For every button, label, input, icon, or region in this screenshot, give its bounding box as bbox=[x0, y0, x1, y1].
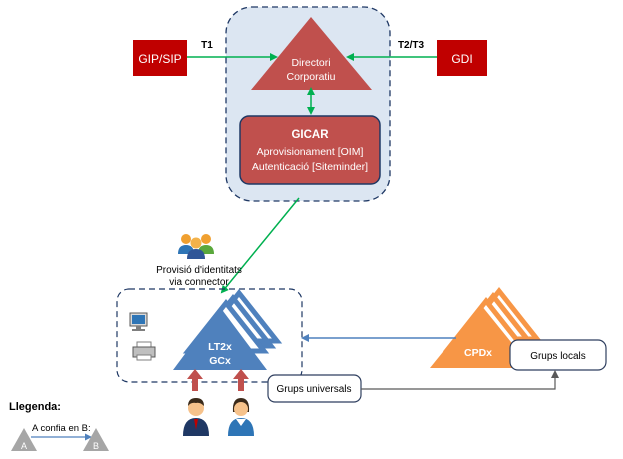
grups-locals-label: Grups locals bbox=[530, 351, 586, 362]
user-female-icon bbox=[228, 398, 254, 436]
legend-b-label: B bbox=[93, 441, 99, 451]
user-access-arrow-left bbox=[187, 369, 203, 391]
legend-a-label: A bbox=[21, 441, 27, 451]
gicar-line2: Autenticació [Siteminder] bbox=[252, 161, 368, 173]
user-male-icon bbox=[183, 398, 209, 436]
cpdx-triangle bbox=[430, 305, 532, 368]
legend-title: Llegenda: bbox=[9, 401, 61, 413]
legend-triangle-a bbox=[11, 428, 37, 451]
lt2x-label-line2: GCx bbox=[209, 355, 231, 367]
gicar-box bbox=[239, 115, 381, 185]
directori-triangle bbox=[251, 17, 372, 90]
gdi-label: GDI bbox=[451, 52, 472, 66]
grups-universals-label: Grups universals bbox=[276, 384, 351, 395]
t2t3-label: T2/T3 bbox=[398, 40, 425, 51]
provisio-connector-arrow bbox=[220, 197, 300, 294]
computer-monitor-icon bbox=[129, 312, 148, 331]
lt2x-triangle bbox=[173, 307, 267, 370]
gip-sip-label: GIP/SIP bbox=[138, 52, 181, 66]
universals-to-locals-connector bbox=[361, 370, 559, 390]
gip-sip-box bbox=[133, 40, 187, 76]
printer-icon bbox=[132, 341, 156, 361]
legend-triangle-b bbox=[83, 428, 109, 451]
gdi-box bbox=[437, 40, 487, 76]
t1-label: T1 bbox=[201, 40, 213, 51]
gicar-title: GICAR bbox=[291, 129, 329, 141]
users-group-icon bbox=[178, 234, 214, 259]
provisio-label-line2: via connector bbox=[169, 277, 229, 288]
directori-label-line2: Corporatiu bbox=[286, 71, 335, 83]
provisio-label-line1: Provisió d'identitats bbox=[156, 265, 242, 276]
directori-label-line1: Directori bbox=[291, 57, 330, 69]
cpdx-label: CPDx bbox=[464, 347, 492, 359]
user-access-arrow-right bbox=[233, 369, 249, 391]
lt2x-label-line1: LT2x bbox=[208, 341, 232, 353]
gicar-line1: Aprovisionament [OIM] bbox=[257, 146, 364, 158]
legend-text: A confia en B: bbox=[32, 423, 91, 434]
